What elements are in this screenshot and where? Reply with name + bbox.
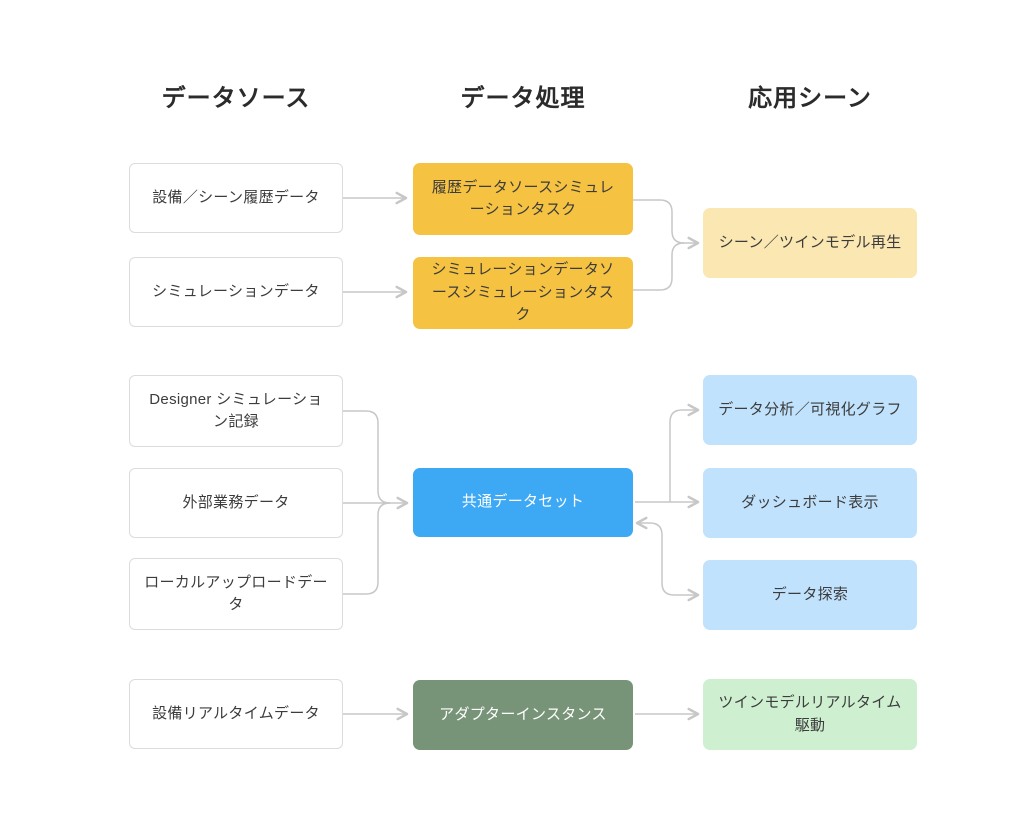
node-label: 外部業務データ [182, 493, 290, 511]
node-twin-model-realtime-drive: ツインモデルリアルタイム駆動 [703, 679, 917, 750]
merge-local-upload-to-dataset [343, 502, 391, 595]
node-label: 共通データセット [461, 493, 585, 511]
node-equipment-scene-history-data: 設備／シーン履歴データ [129, 163, 343, 233]
node-simulation-data: シミュレーションデータ [129, 257, 343, 327]
node-label: 履歴データソースシミュレーションタスク [431, 178, 615, 219]
node-equipment-realtime-data: 設備リアルタイムデータ [129, 679, 343, 749]
node-label: ダッシュボード表示 [741, 493, 879, 511]
merge-sim-task-to-replay-bottom [633, 242, 685, 291]
node-adapter-instance: アダプターインスタンス [413, 680, 633, 750]
column-header-data-source: データソース [161, 85, 311, 112]
node-dashboard-display: ダッシュボード表示 [703, 468, 917, 538]
node-label: データ分析／可視化グラフ [718, 400, 902, 418]
node-history-datasource-simulation-task: 履歴データソースシミュレーションタスク [413, 163, 633, 235]
node-label: データ探索 [771, 585, 849, 603]
node-designer-simulation-record: Designer シミュレーション記録 [129, 375, 343, 447]
node-data-exploration: データ探索 [703, 560, 917, 630]
arrow-dataset-exploration-bidirectional [635, 516, 700, 602]
node-simulation-datasource-simulation-task: シミュレーションデータソースシミュレーションタスク [413, 257, 633, 329]
arrow-dataset-to-analysis [669, 403, 700, 502]
column-header-data-processing: データ処理 [460, 85, 586, 112]
node-label: Designer シミュレーション記録 [149, 390, 323, 431]
merge-designer-record-to-dataset [343, 410, 391, 504]
node-label: 設備／シーン履歴データ [152, 188, 320, 206]
node-label: シミュレーションデータ [152, 282, 320, 300]
node-data-analysis-visualization-graph: データ分析／可視化グラフ [703, 375, 917, 445]
node-common-dataset: 共通データセット [413, 468, 633, 537]
node-label: アダプターインスタンス [439, 705, 607, 723]
column-header-application-scene: 応用シーン [748, 85, 872, 112]
node-local-upload-data: ローカルアップロードデータ [129, 558, 343, 630]
node-label: 設備リアルタイムデータ [152, 704, 320, 722]
node-label: シミュレーションデータソースシミュレーションタスク [431, 261, 615, 324]
node-scene-twin-model-replay: シーン／ツインモデル再生 [703, 208, 917, 278]
merge-history-task-to-replay-top [633, 199, 685, 244]
node-label: シーン／ツインモデル再生 [718, 233, 902, 251]
node-external-business-data: 外部業務データ [129, 468, 343, 538]
node-label: ローカルアップロードデータ [144, 573, 328, 614]
node-label: ツインモデルリアルタイム駆動 [718, 694, 902, 734]
